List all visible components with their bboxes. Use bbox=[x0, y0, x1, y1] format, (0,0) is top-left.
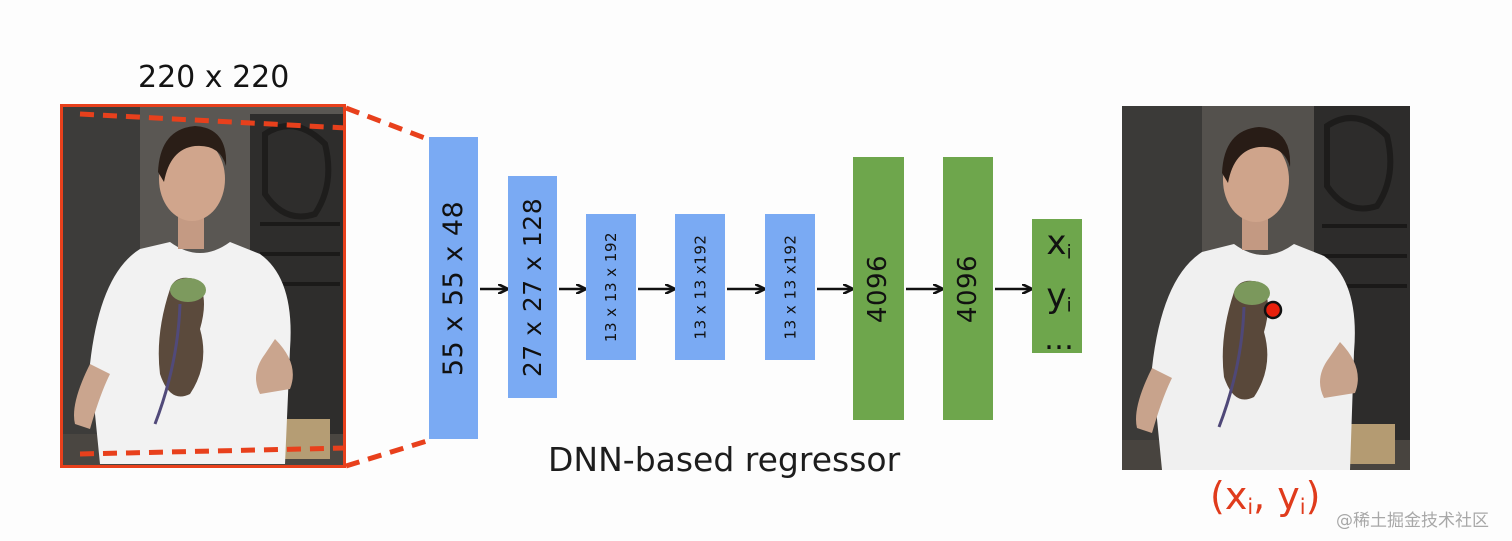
output-layer-labels: xi yi … bbox=[1036, 222, 1082, 358]
output-x-label: xi bbox=[1046, 223, 1072, 264]
conv-layer-4-label: 13 x 13 x192 bbox=[691, 234, 709, 340]
conv-layer-4: 13 x 13 x192 bbox=[675, 214, 725, 360]
keypoint-marker bbox=[1263, 300, 1283, 320]
conv-layer-1-label: 55 x 55 x 48 bbox=[438, 200, 470, 376]
fc-layer-2-label: 4096 bbox=[953, 254, 984, 323]
conv-layer-1: 55 x 55 x 48 bbox=[429, 137, 478, 439]
input-photo bbox=[60, 104, 346, 468]
conv-layer-3: 13 x 13 x 192 bbox=[586, 214, 636, 360]
input-size-label: 220 x 220 bbox=[138, 60, 290, 95]
conv-layer-5-label: 13 x 13 x192 bbox=[781, 234, 799, 340]
output-y-label: yi bbox=[1046, 275, 1072, 317]
conv-layer-2: 27 x 27 x 128 bbox=[508, 176, 557, 398]
fc-layer-1: 4096 bbox=[853, 157, 904, 420]
projection-line-bottom bbox=[345, 437, 431, 469]
output-coordinate-label: (xi, yi) bbox=[1210, 474, 1321, 520]
diagram-caption: DNN-based regressor bbox=[548, 440, 901, 479]
output-ellipsis: … bbox=[1044, 322, 1074, 358]
conv-layer-3-label: 13 x 13 x 192 bbox=[602, 231, 621, 343]
output-photo bbox=[1122, 106, 1410, 470]
watermark-text: @稀土掘金技术社区 bbox=[1336, 511, 1489, 531]
output-layer bbox=[1032, 219, 1082, 353]
projection-line-top bbox=[345, 105, 431, 143]
fc-layer-1-label: 4096 bbox=[863, 254, 894, 323]
conv-layer-2-label: 27 x 27 x 128 bbox=[518, 197, 547, 377]
conv-layer-5: 13 x 13 x192 bbox=[765, 214, 815, 360]
fc-layer-2: 4096 bbox=[943, 157, 993, 420]
